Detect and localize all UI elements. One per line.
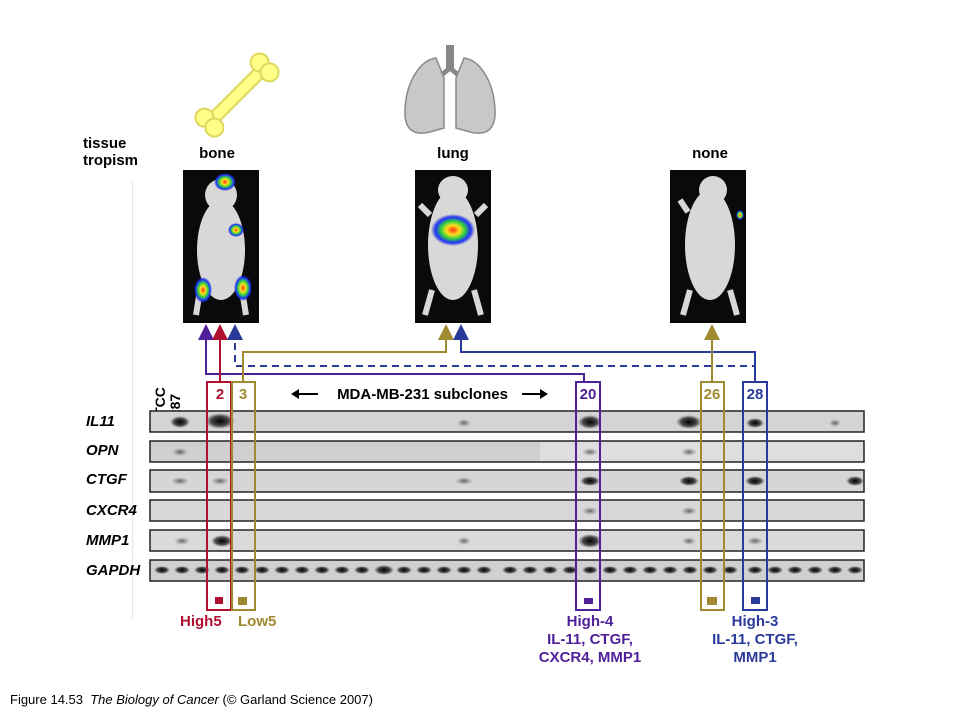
gel-row-ctgf: [149, 469, 865, 493]
gene-label-gapdh: GAPDH: [86, 562, 141, 579]
clone-label-3: 3: [238, 386, 248, 403]
caption-high5: High5: [180, 613, 222, 630]
mouse-image-lung: [415, 170, 491, 323]
caption-low5: Low5: [238, 613, 277, 630]
mouse-image-none: [670, 170, 746, 323]
copyright: (© Garland Science 2007): [222, 692, 373, 707]
clone-box-20: [575, 381, 601, 611]
tissue-label-none: none: [692, 145, 728, 162]
caption-high3-line3: MMP1: [733, 649, 777, 666]
clone-label-26: 26: [703, 386, 721, 403]
gel-row-cxcr4: [149, 499, 865, 522]
caption-high3-line1: High-3: [731, 613, 779, 630]
bone-icon: [194, 52, 280, 138]
gene-label-il11: IL11: [86, 413, 115, 430]
tissue-tropism-label: tissue tropism: [83, 135, 138, 169]
gene-label-cxcr4: CXCR4: [86, 502, 137, 519]
figure-number: Figure 14.53: [10, 692, 83, 707]
caption-high4: High-4 IL-11, CTGF, CXCR4, MMP1: [520, 613, 660, 667]
gene-label-opn: OPN: [86, 442, 119, 459]
clone-label-2: 2: [215, 386, 225, 403]
mouse-image-bone: [183, 170, 259, 323]
clone-marker-20: [584, 598, 593, 604]
left-divider: [132, 180, 133, 620]
caption-high4-line3: CXCR4, MMP1: [538, 649, 642, 666]
clone-marker-2: [215, 597, 223, 604]
gel-row-il11: [149, 410, 865, 433]
clone-label-28: 28: [746, 386, 764, 403]
clone-box-3: [231, 381, 256, 611]
caption-high3: High-3 IL-11, CTGF, MMP1: [690, 613, 820, 667]
clone-box-2: [206, 381, 232, 611]
caption-high4-line1: High-4: [566, 613, 614, 630]
tissue-label-bone: bone: [199, 145, 235, 162]
clone-label-20: 20: [579, 386, 597, 403]
tissue-label-lung: lung: [437, 145, 469, 162]
lungs-icon: [404, 45, 496, 134]
clone-box-26: [700, 381, 725, 611]
gel-row-gapdh: [149, 559, 865, 582]
clone-marker-28: [751, 597, 760, 604]
gene-label-mmp1: MMP1: [86, 532, 130, 549]
book-title: The Biology of Cancer: [90, 692, 219, 707]
clone-marker-26: [707, 597, 717, 605]
clone-box-28: [742, 381, 768, 611]
subclones-label: MDA-MB-231 subclones: [337, 386, 508, 403]
gene-label-ctgf: CTGF: [86, 471, 127, 488]
clone-marker-3: [238, 597, 247, 605]
caption-high4-line2: IL-11, CTGF,: [547, 631, 633, 648]
tropism-line1: tissue: [83, 135, 127, 152]
tropism-line2: tropism: [83, 152, 139, 169]
gel-row-mmp1: [149, 529, 865, 552]
caption-high3-line2: IL-11, CTGF,: [712, 631, 798, 648]
figure-credit: Figure 14.53 The Biology of Cancer (© Ga…: [10, 692, 373, 707]
